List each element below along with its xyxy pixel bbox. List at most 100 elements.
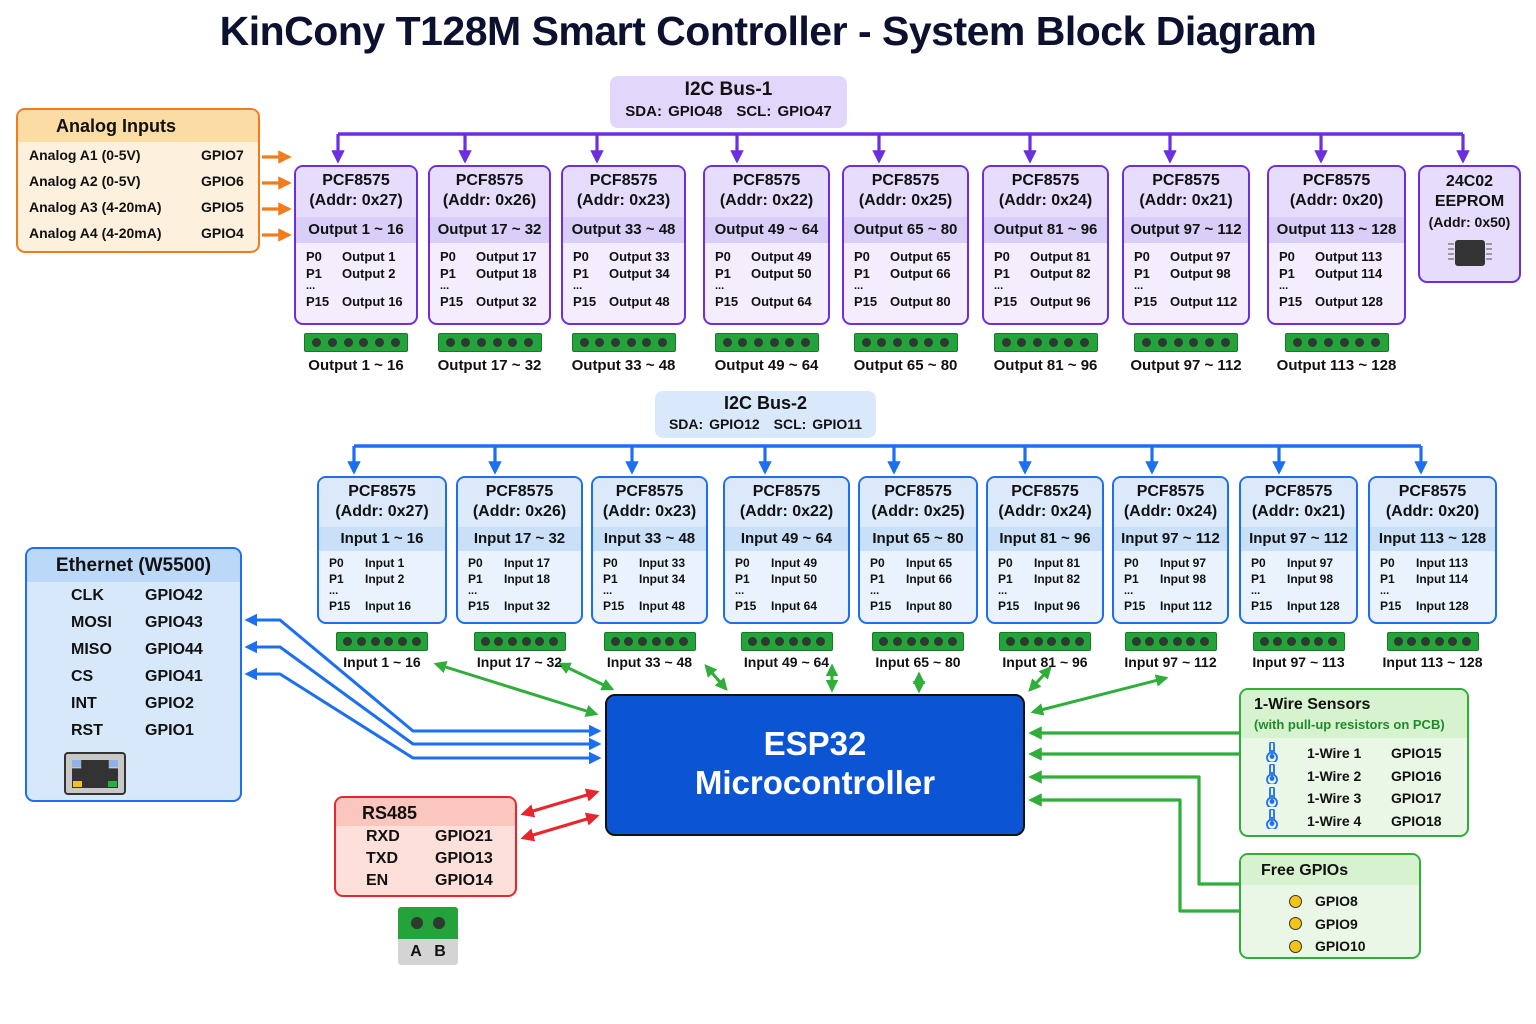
signal-name: MISO: [71, 641, 112, 658]
terminal-screw-icon: [775, 637, 785, 646]
terminal-screw-icon: [1259, 637, 1269, 646]
terminal-screw-icon: [445, 338, 455, 347]
terminal-screw-icon: [1200, 637, 1210, 646]
terminal-screw-icon: [1017, 338, 1027, 347]
sensor-gpio: GPIO15: [1391, 745, 1442, 762]
terminal-block: [304, 333, 408, 352]
pin-channel: Input 82: [1034, 572, 1081, 586]
terminal-screw-icon: [920, 637, 930, 646]
chip-name: PCF8575: [485, 483, 554, 500]
signal-gpio: GPIO14: [435, 872, 493, 889]
pin-channel: Output 112: [1170, 294, 1238, 309]
diagram-title: KinCony T128M Smart Controller - System …: [219, 8, 1317, 54]
pin-name: P1: [1279, 266, 1295, 281]
terminal-screw-icon: [788, 637, 798, 646]
terminal-screw-icon: [802, 637, 812, 646]
terminal-screw-icon: [1324, 338, 1334, 347]
terminal-screw-icon: [638, 637, 648, 646]
eeprom-block: 24C02 EEPROM (Addr: 0x50): [1418, 165, 1521, 283]
terminal-block: [1252, 632, 1345, 651]
pin-name: P0: [1279, 249, 1295, 264]
pin-channel: Input 1: [365, 556, 405, 570]
terminal-screw-icon: [879, 637, 889, 646]
terminal-screw-icon: [1355, 338, 1365, 347]
terminal-screw-icon: [1033, 338, 1043, 347]
pin-channel: Input 65: [906, 556, 953, 570]
channel-range: Input 97 ~ 112: [1241, 527, 1356, 551]
terminal-screw-icon: [624, 637, 634, 646]
terminal-screw-icon: [508, 338, 518, 347]
pin-name: P0: [854, 249, 870, 264]
pin-channel: Output 50: [751, 266, 812, 281]
terminal-screw-icon: [397, 637, 407, 646]
terminal-screw-icon: [374, 338, 384, 347]
rj45-port-icon: [64, 752, 126, 795]
terminal-label: Output 17 ~ 32: [437, 357, 542, 374]
terminal-screw-icon: [1080, 338, 1090, 347]
analog-row: Analog A4 (4-20mA)GPIO4: [18, 220, 258, 246]
terminal-screw-icon: [411, 637, 421, 646]
pin-row: P1 Output 50: [715, 265, 828, 282]
pin-name: P15: [994, 294, 1018, 309]
sensor-name: 1-Wire 4: [1307, 812, 1362, 829]
pin-name: P0: [1134, 249, 1150, 264]
signal-gpio: GPIO21: [435, 828, 493, 845]
chip-address: (Addr: 0x22): [719, 192, 814, 209]
expander-header: PCF8575 (Addr: 0x24): [984, 167, 1107, 217]
terminal-block: [473, 632, 566, 651]
pin-name: P0: [603, 556, 618, 570]
terminal-screw-icon: [327, 338, 337, 347]
ethernet-title: Ethernet (W5500): [27, 549, 240, 582]
terminal-screw-icon: [1407, 637, 1417, 646]
pin-name: P15: [1251, 599, 1273, 613]
pin-name: P15: [854, 294, 878, 309]
analog-name: Analog A3 (4-20mA): [29, 199, 162, 215]
i2c-bus-1-title: I2C Bus-1: [684, 79, 773, 100]
pin-name: P15: [329, 599, 351, 613]
pin-channel: Output 113: [1315, 249, 1383, 264]
pin-channel: Output 33: [609, 249, 670, 264]
terminal-screw-icon: [433, 917, 445, 929]
pin-channel: Output 81: [1030, 249, 1091, 264]
expander-header: PCF8575 (Addr: 0x21): [1124, 167, 1248, 217]
expander-header: PCF8575 (Addr: 0x25): [860, 478, 976, 527]
pin-name: P1: [715, 266, 731, 281]
pin-name: P15: [468, 599, 490, 613]
rs485-title: RS485: [336, 798, 515, 826]
terminal-screw-icon: [940, 338, 950, 347]
chip-name: PCF8575: [1264, 483, 1333, 500]
chip-address: (Addr: 0x21): [1139, 192, 1233, 209]
pin-name: P15: [440, 294, 464, 309]
chip-name: PCF8575: [455, 172, 524, 189]
pin-ellipsis: ...: [994, 280, 1004, 292]
pin-ellipsis: ...: [1279, 280, 1289, 292]
terminal-screw-icon: [1204, 338, 1214, 347]
sensor-name: 1-Wire 2: [1307, 767, 1362, 784]
terminal-label: Input 81 ~ 96: [1002, 654, 1088, 670]
pin-name: P0: [306, 249, 322, 264]
terminal-block: [1134, 333, 1238, 352]
terminal-screw-icon: [738, 338, 748, 347]
signal-name: CS: [71, 668, 94, 685]
terminal-screw-icon: [1047, 637, 1057, 646]
pin-channel: Input 114: [1416, 572, 1469, 586]
terminal-screw-icon: [494, 637, 504, 646]
pin-channel: Output 96: [1030, 294, 1091, 309]
sensor-name: 1-Wire 1: [1307, 745, 1362, 762]
gpio-dot-icon: [1289, 894, 1302, 908]
chip-address: (Addr: 0x26): [472, 503, 567, 520]
expander-header: PCF8575 (Addr: 0x24): [988, 478, 1102, 527]
